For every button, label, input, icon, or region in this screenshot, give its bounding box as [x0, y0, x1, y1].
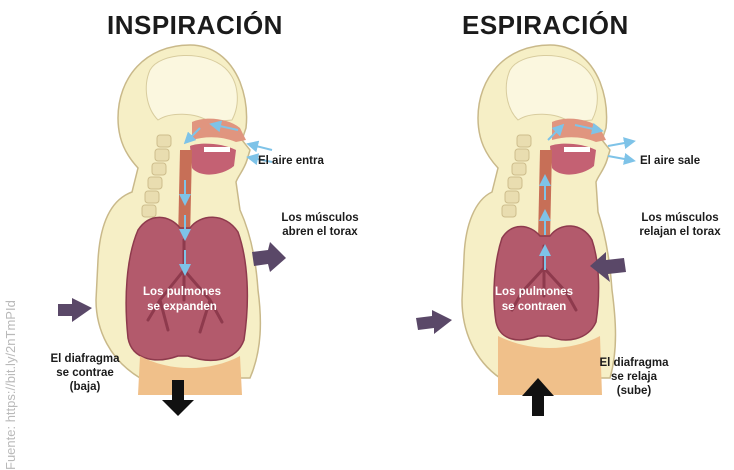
lungs-contract-label: Los pulmones se contraen	[484, 285, 584, 315]
muscles-relax-line2: relajan el torax	[628, 225, 732, 239]
right-thorax-arrow-out	[252, 242, 286, 272]
muscles-relax-label: Los músculos relajan el torax	[628, 211, 732, 239]
diaphragm-relaxes-line1: El diafragma	[588, 356, 680, 370]
expiration-title: ESPIRACIÓN	[462, 10, 629, 41]
left-thorax-arrow-in	[416, 310, 452, 334]
muscles-open-label: Los músculos abren el torax	[272, 211, 368, 239]
diaphragm-relaxes-label: El diafragma se relaja (sube)	[588, 356, 680, 398]
lungs-expand-line2: se expanden	[132, 300, 232, 315]
muscles-open-line2: abren el torax	[272, 225, 368, 239]
diaphragm-contracts-line1: El diafragma	[38, 352, 132, 366]
diaphragm-contracts-label: El diafragma se contrae (baja)	[38, 352, 132, 394]
diaphragm-relaxes-line2: se relaja	[588, 370, 680, 384]
teeth	[204, 147, 230, 152]
air-in-label: El aire entra	[258, 154, 324, 168]
lungs-expand-line1: Los pulmones	[132, 285, 232, 300]
muscles-relax-line1: Los músculos	[628, 211, 732, 225]
left-thorax-arrow-out	[58, 298, 92, 322]
inspiration-title: INSPIRACIÓN	[107, 10, 283, 41]
source-note: Fuente: https://bit.ly/2nTmPId	[3, 300, 18, 470]
diaphragm-relaxes-line3: (sube)	[588, 384, 680, 398]
lungs-contract-line1: Los pulmones	[484, 285, 584, 300]
air-out-label: El aire sale	[640, 154, 700, 168]
muscles-open-line1: Los músculos	[272, 211, 368, 225]
teeth	[564, 147, 590, 152]
lungs-contract-line2: se contraen	[484, 300, 584, 315]
diaphragm-contracts-line3: (baja)	[38, 380, 132, 394]
respiration-diagram: INSPIRACIÓN El aire entra Los músculos a…	[0, 0, 734, 435]
diaphragm-contracts-line2: se contrae	[38, 366, 132, 380]
lungs	[494, 226, 599, 340]
lungs-expand-label: Los pulmones se expanden	[132, 285, 232, 315]
